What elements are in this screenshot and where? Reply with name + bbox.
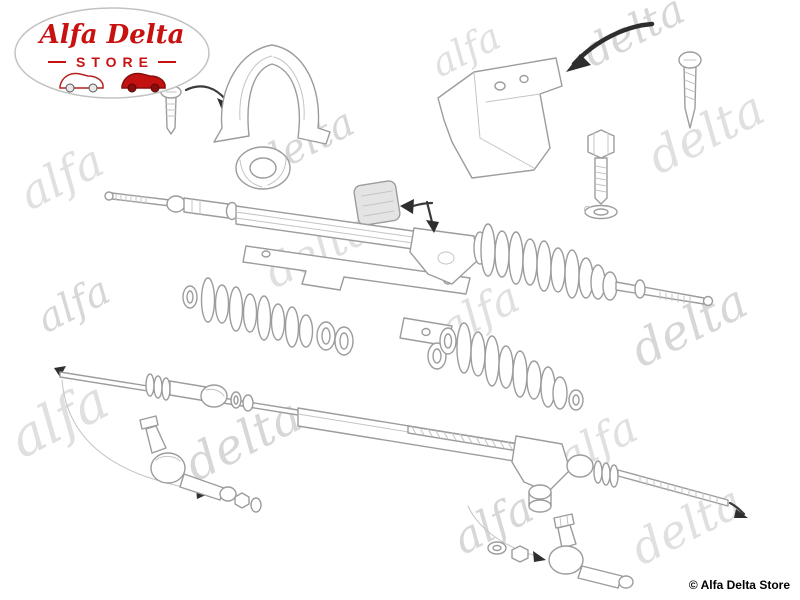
tie-rod-end-right-drawing [467,505,634,589]
logo-oval [14,7,210,99]
screw-drawing [678,51,702,129]
square-bushing-drawing [353,180,434,226]
hex-bolt-drawing [587,129,615,205]
inner-tie-rod-left-drawing [145,373,254,412]
center-bellows-drawing [439,322,584,411]
logo-car-left-icon [59,72,104,93]
mounting-bracket-drawing [437,21,655,179]
logo-brand-script: Alfa Delta [37,20,185,50]
tie-rod-end-left-drawing [139,415,262,513]
washer-drawing [583,204,618,220]
lower-rack-drawing [54,366,571,513]
logo-car-right-icon [121,72,166,93]
left-bellows-drawing [182,277,354,356]
logo-store-label: STORE [76,54,154,70]
store-logo: Alfa Delta STORE [12,6,212,107]
steering-rack-drawing [104,191,714,370]
copyright-text: © Alfa Delta Store [688,578,790,592]
clamp-bracket-drawing [213,44,331,145]
inner-tie-rod-right-drawing [566,454,748,518]
round-bushing-drawing [235,146,291,190]
